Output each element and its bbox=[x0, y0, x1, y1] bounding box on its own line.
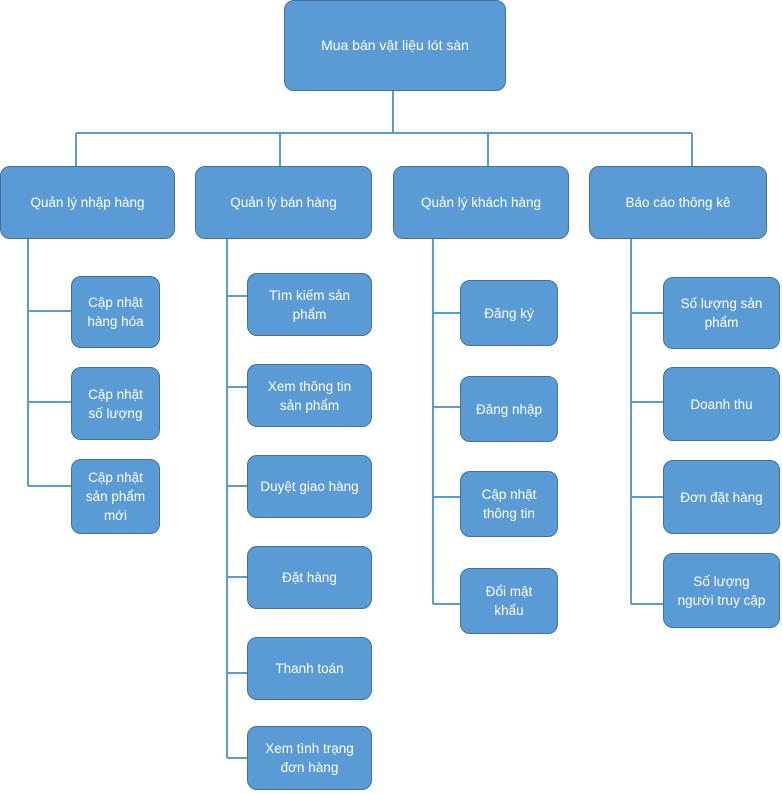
child-label: Doanh thu bbox=[690, 396, 753, 412]
branch-label: Quản lý khách hàng bbox=[420, 195, 542, 210]
child-label: Đổi mật khẩu bbox=[485, 584, 533, 618]
child-label: Duyệt giao hàng bbox=[260, 479, 359, 494]
branch-node-customers: Quản lý khách hàng bbox=[393, 166, 569, 239]
child-node: Số lượng người truy cập bbox=[663, 553, 780, 628]
child-node: Cập nhật hàng hóa bbox=[71, 276, 160, 348]
child-label: Số lượng người truy cập bbox=[677, 573, 766, 608]
branch-node-sales: Quản lý bán hàng bbox=[195, 166, 372, 239]
child-label: Thanh toán bbox=[275, 661, 344, 676]
child-label: Cập nhật thông tin bbox=[481, 487, 537, 521]
child-node: Cập nhật số lượng bbox=[71, 367, 160, 440]
child-label: Đăng nhập bbox=[475, 401, 543, 417]
child-node: Thanh toán bbox=[247, 637, 372, 700]
child-node: Đăng ký bbox=[460, 280, 558, 346]
child-label: Đơn đặt hàng bbox=[680, 489, 763, 505]
child-node: Cập nhật sản phẩm mới bbox=[71, 459, 160, 534]
root-node-label: Mua bán vật liệu lót sàn bbox=[321, 37, 469, 53]
child-label: Cập nhật hàng hóa bbox=[87, 295, 144, 329]
child-node: Duyệt giao hàng bbox=[247, 455, 372, 518]
child-node: Số lượng sản phẩm bbox=[663, 277, 780, 349]
child-label: Xem tình trạng đơn hàng bbox=[265, 741, 354, 775]
branch-node-reports: Báo cáo thông kê bbox=[589, 166, 767, 239]
child-label: Xem thông tin sản phẩm bbox=[267, 378, 352, 413]
child-label: Số lượng sản phẩm bbox=[680, 296, 763, 330]
child-label: Cập nhật số lượng bbox=[88, 386, 143, 421]
child-label: Đặt hàng bbox=[282, 570, 337, 585]
child-node: Đổi mật khẩu bbox=[460, 568, 558, 634]
child-label: Tìm kiếm sản phẩm bbox=[268, 287, 350, 322]
root-node: Mua bán vật liệu lót sàn bbox=[284, 0, 506, 91]
child-node: Đơn đặt hàng bbox=[663, 460, 780, 534]
child-label: Cập nhật sản phẩm mới bbox=[85, 470, 146, 523]
child-node: Đăng nhập bbox=[460, 376, 558, 442]
child-node: Tìm kiếm sản phẩm bbox=[247, 273, 372, 336]
branch-node-import: Quản lý nhập hàng bbox=[0, 166, 175, 239]
branch-label: Quản lý nhập hàng bbox=[30, 195, 145, 210]
child-label: Đăng ký bbox=[484, 305, 534, 321]
child-node: Xem thông tin sản phẩm bbox=[247, 364, 372, 427]
child-node: Cập nhật thông tin bbox=[460, 471, 558, 537]
branch-label: Quản lý bán hàng bbox=[230, 195, 337, 210]
child-node: Xem tình trạng đơn hàng bbox=[247, 726, 372, 790]
child-node: Đặt hàng bbox=[247, 546, 372, 609]
branch-label: Báo cáo thông kê bbox=[625, 195, 731, 210]
child-node: Doanh thu bbox=[663, 367, 780, 441]
